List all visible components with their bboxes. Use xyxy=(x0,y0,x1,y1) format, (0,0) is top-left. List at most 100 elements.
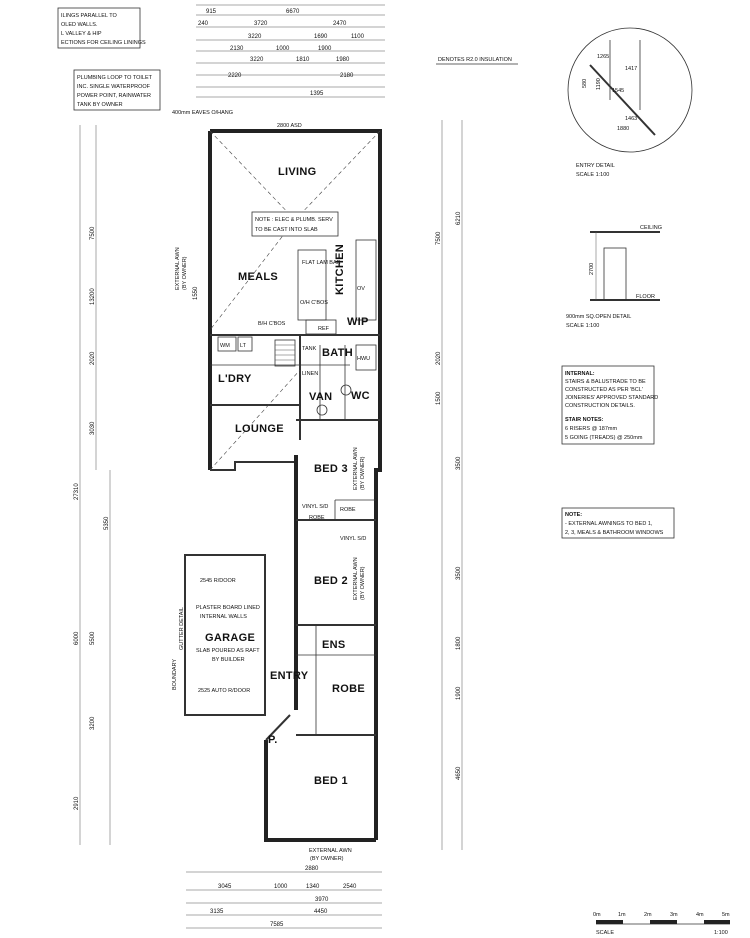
svg-text:1900: 1900 xyxy=(456,686,462,700)
wc-label: WC xyxy=(351,390,370,402)
svg-text:2020: 2020 xyxy=(436,351,442,365)
svg-text:2545 R/DOOR: 2545 R/DOOR xyxy=(200,578,236,584)
svg-text:VINYL S/D: VINYL S/D xyxy=(340,536,366,542)
svg-text:2700: 2700 xyxy=(589,263,595,275)
svg-text:INTERNAL WALLS: INTERNAL WALLS xyxy=(200,614,247,620)
svg-text:SCALE: SCALE xyxy=(596,930,614,936)
svg-text:2220: 2220 xyxy=(228,73,242,79)
plumbing-note: PLUMBING LOOP TO TOILET INC. SINGLE WATE… xyxy=(73,69,161,111)
svg-text:5m: 5m xyxy=(722,912,730,918)
svg-text:1395: 1395 xyxy=(310,91,324,97)
svg-text:915: 915 xyxy=(206,9,217,15)
svg-text:2020: 2020 xyxy=(90,351,96,365)
svg-text:ILINGS PARALLEL TO: ILINGS PARALLEL TO xyxy=(61,13,117,19)
internal-notes: INTERNAL: STAIRS & BALUSTRADE TO BE CONS… xyxy=(561,365,658,445)
svg-text:2470: 2470 xyxy=(333,21,347,27)
svg-text:2540: 2540 xyxy=(343,884,357,890)
svg-text:1340: 1340 xyxy=(306,884,320,890)
svg-text:EXTERNAL AWN: EXTERNAL AWN xyxy=(175,247,181,290)
svg-text:(BY OWNER): (BY OWNER) xyxy=(182,256,188,290)
svg-text:1545: 1545 xyxy=(612,88,624,94)
insulation-legend: DENOTES R2.0 INSULATION xyxy=(436,57,518,65)
awning-note: NOTE: - EXTERNAL AWNINGS TO BED 1, 2, 3,… xyxy=(561,507,675,539)
svg-text:1265: 1265 xyxy=(597,54,609,60)
svg-text:1900: 1900 xyxy=(318,46,332,52)
robe-fixtures: ROBE ROBE VINYL S/D VINYL S/D xyxy=(302,504,366,542)
svg-text:3500: 3500 xyxy=(456,456,462,470)
svg-text:1m: 1m xyxy=(618,912,626,918)
svg-text:3m: 3m xyxy=(670,912,678,918)
opening-detail: CEILING FLOOR 2700 900mm SQ.OPEN DETAIL … xyxy=(566,225,662,329)
svg-text:B/H C'BOS: B/H C'BOS xyxy=(258,321,286,327)
svg-text:TANK: TANK xyxy=(302,346,317,352)
svg-text:2910: 2910 xyxy=(74,796,80,810)
svg-text:3970: 3970 xyxy=(315,897,329,903)
svg-text:TO BE CAST INTO SLAB: TO BE CAST INTO SLAB xyxy=(255,227,318,233)
svg-text:2800 ASD: 2800 ASD xyxy=(277,123,302,129)
svg-text:CONSTRUCTED AS PER 'BCL': CONSTRUCTED AS PER 'BCL' xyxy=(565,387,643,393)
svg-text:1190: 1190 xyxy=(596,78,602,90)
svg-text:1810: 1810 xyxy=(296,57,310,63)
svg-text:4m: 4m xyxy=(696,912,704,918)
wip-label: WIP xyxy=(347,316,369,328)
svg-text:FLOOR: FLOOR xyxy=(636,294,655,300)
svg-text:13200: 13200 xyxy=(90,288,96,305)
svg-text:EXTERNAL AWN: EXTERNAL AWN xyxy=(309,848,352,854)
svg-text:GUTTER DETAIL: GUTTER DETAIL xyxy=(179,607,185,650)
top-dimensions: 6670 3720 2470 240 3220 1690 1100 2130 1… xyxy=(196,4,385,98)
svg-text:2130: 2130 xyxy=(230,46,244,52)
svg-text:SCALE 1:100: SCALE 1:100 xyxy=(576,172,609,178)
bottom-dimensions: 2880 3045 1000 1340 2540 3970 3135 4450 … xyxy=(186,866,382,929)
entry-label: ENTRY xyxy=(270,670,309,682)
svg-text:6670: 6670 xyxy=(286,9,300,15)
porch-label: P. xyxy=(268,734,278,746)
svg-text:- EXTERNAL AWNINGS TO BED 1,: - EXTERNAL AWNINGS TO BED 1, xyxy=(565,521,653,527)
svg-text:(BY OWNER): (BY OWNER) xyxy=(360,566,366,600)
svg-text:3720: 3720 xyxy=(254,21,268,27)
svg-text:BOUNDARY: BOUNDARY xyxy=(172,659,178,690)
svg-text:STAIRS & BALUSTRADE TO BE: STAIRS & BALUSTRADE TO BE xyxy=(565,379,646,385)
svg-text:4450: 4450 xyxy=(314,909,328,915)
svg-text:2180: 2180 xyxy=(340,73,354,79)
svg-text:ENTRY DETAIL: ENTRY DETAIL xyxy=(576,163,615,169)
svg-text:3220: 3220 xyxy=(250,57,264,63)
svg-text:1000: 1000 xyxy=(276,46,290,52)
bed1-label: BED 1 xyxy=(314,775,348,787)
svg-text:0m: 0m xyxy=(593,912,601,918)
awning-labels: EXTERNAL AWN (BY OWNER) EXTERNAL AWN (BY… xyxy=(175,247,366,862)
svg-text:2525 AUTO R/DOOR: 2525 AUTO R/DOOR xyxy=(198,688,250,694)
svg-text:900mm SQ.OPEN DETAIL: 900mm SQ.OPEN DETAIL xyxy=(566,314,631,320)
bath-label: BATH xyxy=(322,347,353,359)
room-labels: LIVING MEALS KITCHEN WIP BATH L'DRY VAN … xyxy=(205,166,370,787)
bed2-label: BED 2 xyxy=(314,575,348,587)
scale-bar: 0m 1m 2m 3m 4m 5m SCALE 1:100 xyxy=(593,912,730,936)
svg-text:BY BUILDER: BY BUILDER xyxy=(212,657,245,663)
kitchen-fixtures: FLAT LAM BAR O/H C'BOS B/H C'BOS REF OV xyxy=(258,239,377,335)
svg-text:NOTE:: NOTE: xyxy=(565,512,582,518)
svg-text:(BY OWNER): (BY OWNER) xyxy=(310,856,344,862)
left-dimensions: 27310 13200 7500 2020 3030 5350 6000 550… xyxy=(74,125,199,845)
svg-text:WM: WM xyxy=(220,343,230,349)
meals-label: MEALS xyxy=(238,271,278,283)
svg-text:TANK BY OWNER: TANK BY OWNER xyxy=(77,102,123,108)
svg-text:CONSTRUCTION DETAILS.: CONSTRUCTION DETAILS. xyxy=(565,403,635,409)
svg-text:1800: 1800 xyxy=(456,636,462,650)
svg-text:PLASTER BOARD LINED: PLASTER BOARD LINED xyxy=(196,605,260,611)
svg-text:27310: 27310 xyxy=(74,483,80,500)
svg-text:OLED WALLS.: OLED WALLS. xyxy=(61,22,98,28)
eaves-label: 400mm EAVES O/HANG 2800 ASD xyxy=(172,110,302,129)
roof-lines xyxy=(209,130,381,471)
svg-text:4650: 4650 xyxy=(456,766,462,780)
svg-text:240: 240 xyxy=(198,21,209,27)
garage-annotations: 2545 R/DOOR PLASTER BOARD LINED INTERNAL… xyxy=(172,578,260,694)
right-dimensions: 7500 6210 2020 3500 3500 1500 1800 1900 … xyxy=(436,120,463,850)
robe-label: ROBE xyxy=(332,683,365,695)
svg-text:3220: 3220 xyxy=(248,34,262,40)
svg-text:PLUMBING LOOP TO TOILET: PLUMBING LOOP TO TOILET xyxy=(77,75,153,81)
svg-text:2, 3, MEALS & BATHROOM WINDOWS: 2, 3, MEALS & BATHROOM WINDOWS xyxy=(565,530,664,536)
svg-text:1980: 1980 xyxy=(336,57,350,63)
svg-text:1000: 1000 xyxy=(274,884,288,890)
svg-text:2m: 2m xyxy=(644,912,652,918)
laundry-label: L'DRY xyxy=(218,373,252,385)
